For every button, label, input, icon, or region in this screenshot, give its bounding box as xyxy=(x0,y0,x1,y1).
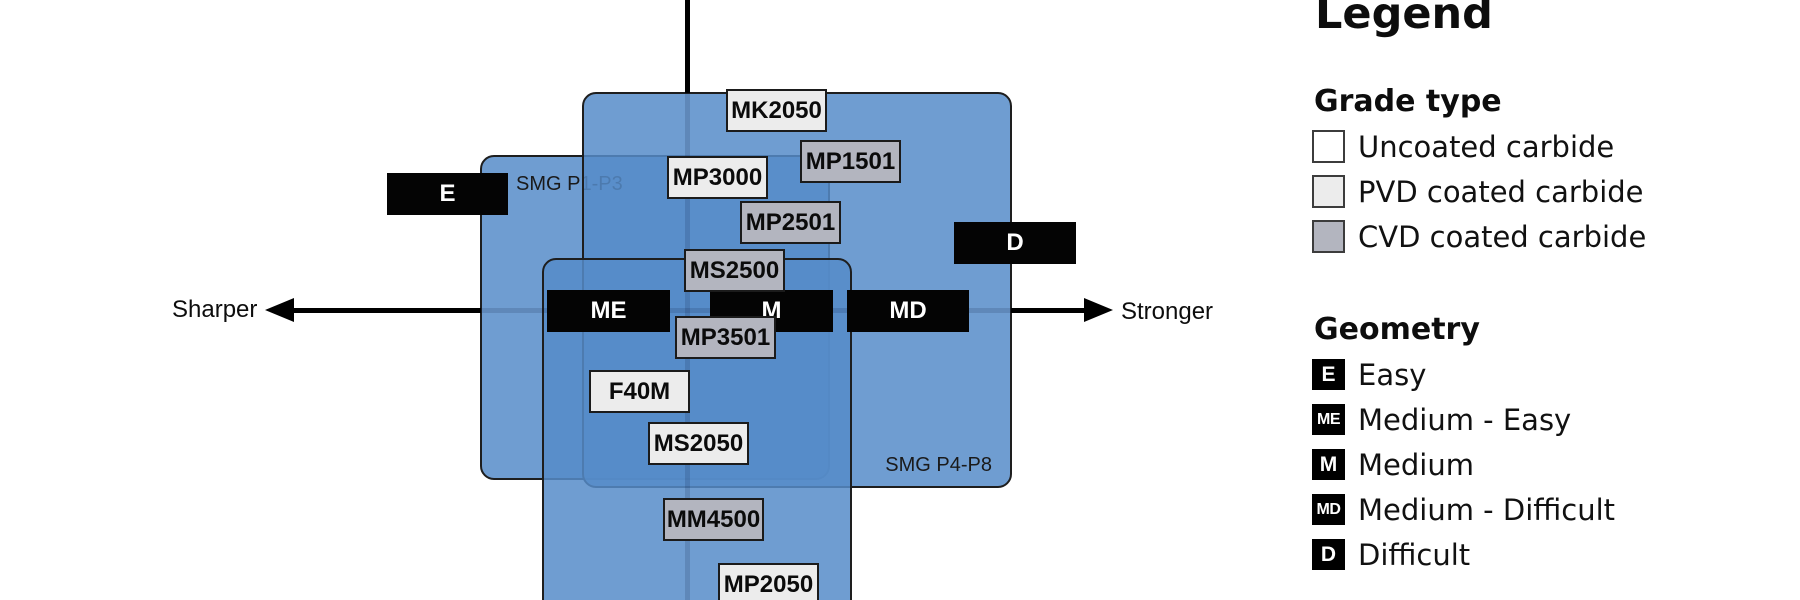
legend-label-pvd: PVD coated carbide xyxy=(1358,174,1644,209)
horizontal-axis-line-right xyxy=(1011,308,1087,313)
grade-box-mm4500: MM4500 xyxy=(663,498,764,541)
legend-label-geometry-me: Medium - Easy xyxy=(1358,402,1572,437)
legend-row-geometry-e: E Easy xyxy=(1312,357,1615,392)
geometry-marker-me: ME xyxy=(547,290,670,332)
legend-row-geometry-md: MD Medium - Difficult xyxy=(1312,492,1616,527)
geometry-swatch-md-icon: MD xyxy=(1312,494,1345,525)
legend-label-geometry-md: Medium - Difficult xyxy=(1358,492,1616,527)
geometry-marker-e: E xyxy=(387,173,508,215)
geometry-swatch-d-icon: D xyxy=(1312,539,1345,570)
axis-label-stronger: Stronger xyxy=(1121,298,1214,325)
arrow-right-icon xyxy=(1084,298,1113,322)
horizontal-axis-line-left xyxy=(289,308,481,313)
grade-box-mp1501: MP1501 xyxy=(800,140,901,183)
legend-label-geometry-d: Difficult xyxy=(1358,537,1471,572)
pvd-swatch-icon xyxy=(1312,175,1345,208)
legend-label-geometry-e: Easy xyxy=(1358,357,1427,392)
vertical-axis-line xyxy=(685,0,690,93)
legend-label-geometry-m: Medium xyxy=(1358,447,1474,482)
grade-box-ms2050: MS2050 xyxy=(648,422,749,465)
legend-grade-type-heading: Grade type xyxy=(1314,84,1502,119)
legend-row-pvd: PVD coated carbide xyxy=(1312,174,1646,209)
grade-box-mp3501: MP3501 xyxy=(675,316,776,359)
grade-box-mp3000: MP3000 xyxy=(667,156,768,199)
legend-row-geometry-d: D Difficult xyxy=(1312,537,1615,572)
geometry-swatch-m-icon: M xyxy=(1312,449,1345,480)
group-label-smg-p4-p8: SMG P4-P8 xyxy=(885,454,992,476)
legend-row-uncoated: Uncoated carbide xyxy=(1312,129,1646,164)
legend-row-geometry-me: ME Medium - Easy xyxy=(1312,402,1615,437)
arrow-left-icon xyxy=(265,298,294,322)
grade-box-mk2050: MK2050 xyxy=(726,89,827,132)
legend-row-geometry-m: M Medium xyxy=(1312,447,1615,482)
grade-box-mp2050: MP2050 xyxy=(718,563,819,600)
legend-label-uncoated: Uncoated carbide xyxy=(1358,129,1615,164)
axis-label-sharper: Sharper xyxy=(172,296,258,323)
grade-box-mp2501: MP2501 xyxy=(740,201,841,244)
grade-box-f40m: F40M xyxy=(589,370,690,413)
legend-geometry-heading: Geometry xyxy=(1314,312,1480,347)
geometry-marker-d: D xyxy=(954,222,1076,264)
legend-row-cvd: CVD coated carbide xyxy=(1312,219,1647,254)
geometry-swatch-e-icon: E xyxy=(1312,359,1345,390)
geometry-swatch-me-icon: ME xyxy=(1312,404,1345,435)
legend-title: Legend xyxy=(1315,0,1493,39)
geometry-marker-md: MD xyxy=(847,290,969,332)
legend-label-cvd: CVD coated carbide xyxy=(1358,219,1647,254)
cvd-swatch-icon xyxy=(1312,220,1345,253)
grade-box-ms2500: MS2500 xyxy=(684,249,785,292)
uncoated-swatch-icon xyxy=(1312,130,1345,163)
